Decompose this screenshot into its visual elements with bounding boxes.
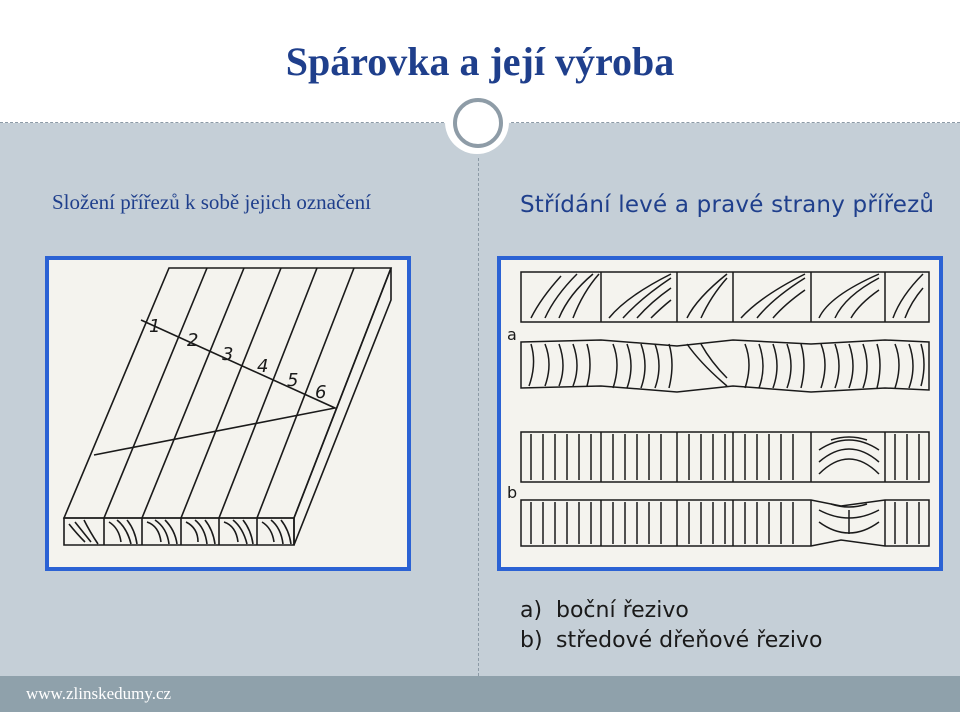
left-subtitle: Složení přířezů k sobě jejich označení: [52, 190, 371, 214]
marking-triangle-lines: [93, 319, 338, 456]
slide-title: Spárovka a její výroba: [285, 39, 675, 84]
board-number-4: 4: [257, 356, 268, 377]
board-assembly-figure: 1 2 3 4 5 6: [45, 256, 411, 571]
legend: a) boční řezivo b) středové dřeňové řezivo: [520, 596, 822, 656]
legend-text-b: středové dřeňové řezivo: [556, 628, 823, 653]
board-number-2: 2: [187, 330, 198, 351]
grain-alternation-figure: a b: [497, 256, 943, 571]
legend-key-b: b): [520, 628, 543, 653]
column-divider: [478, 158, 479, 676]
right-subtitle: Střídání levé a pravé strany přířezů: [520, 192, 935, 218]
legend-text-a: boční řezivo: [556, 598, 689, 623]
row-label-b: b: [507, 483, 517, 502]
row-a-bottom-boards: [520, 339, 930, 393]
row-a-top-boards: [520, 271, 930, 323]
legend-key-a: a): [520, 598, 543, 623]
board-right-side: [293, 267, 392, 546]
board-number-1: 1: [149, 316, 160, 337]
row-b-top-boards: [520, 431, 930, 483]
board-number-6: 6: [315, 382, 326, 403]
footer-bar: www.zlinskedumy.cz: [0, 676, 960, 712]
board-number-3: 3: [222, 344, 233, 365]
board-assembly-drawing: 1 2 3 4 5 6: [62, 267, 393, 546]
decorative-ring-icon: [453, 98, 503, 148]
footer-website-link[interactable]: www.zlinskedumy.cz: [26, 684, 172, 703]
legend-item-b: b) středové dřeňové řezivo: [520, 626, 822, 656]
legend-item-a: a) boční řezivo: [520, 596, 822, 626]
board-front-edge: [63, 517, 295, 546]
grain-alternation-drawing: a b: [507, 271, 930, 547]
row-label-a: a: [507, 325, 517, 344]
board-number-5: 5: [287, 370, 298, 391]
